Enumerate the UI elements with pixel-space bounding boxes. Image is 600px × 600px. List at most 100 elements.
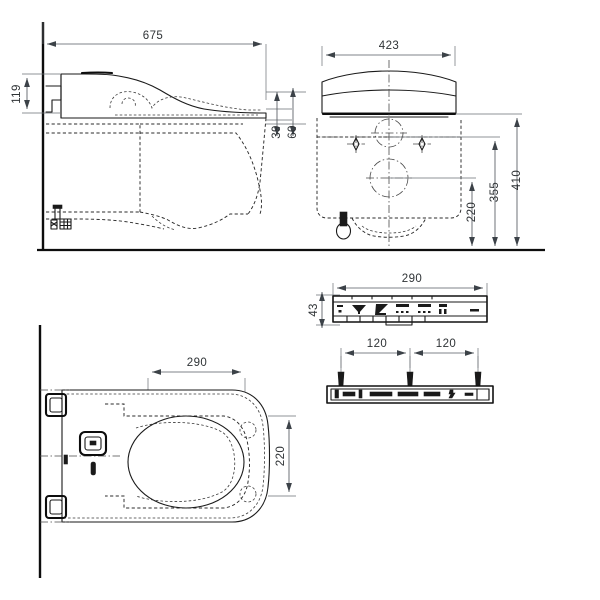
mount-slot-7 — [464, 392, 474, 396]
glyph-spray-icon — [352, 305, 366, 313]
dimension-60: 60 — [266, 88, 306, 139]
hose-ring — [335, 222, 352, 240]
bowl-inner-ellipse — [135, 422, 236, 502]
mount-slot-6 — [423, 391, 441, 397]
view-front-elevation: 423 — [316, 40, 523, 248]
post-mid — [406, 371, 414, 387]
inlet-cap — [52, 204, 63, 209]
mount-terminal-box — [476, 388, 490, 401]
dimension-39: 39 — [266, 92, 292, 139]
bowl-outer-ellipse — [127, 415, 245, 509]
dim-label-120-left: 120 — [367, 338, 387, 350]
dim-label-675: 675 — [143, 30, 163, 42]
bracket-bottom-outer — [44, 494, 68, 520]
glyph-bar-icon-1 — [396, 304, 409, 307]
dim-label-119: 119 — [11, 84, 23, 104]
mounting-posts — [337, 356, 482, 387]
hinge-boss-bottom — [239, 485, 257, 503]
dim-label-220-front: 220 — [466, 202, 478, 222]
post-left — [337, 371, 345, 387]
glyph-pip-2-icon — [401, 311, 404, 313]
inlet-valve-right — [59, 218, 72, 230]
dim-label-355: 355 — [489, 182, 501, 202]
bracket-mid-tab — [63, 454, 68, 465]
remote-button-glyphs — [337, 304, 479, 315]
key-center-tab — [385, 321, 413, 326]
lid-outline — [60, 73, 267, 119]
inlet-valve-left — [50, 219, 58, 230]
lid-indicator-slot — [90, 461, 96, 476]
remote-edge-ticks — [351, 295, 433, 300]
dim-label-410: 410 — [511, 170, 523, 190]
hidden-pan-outer-front — [247, 117, 267, 215]
mount-slot-3 — [358, 389, 363, 399]
fixing-bolt-right — [413, 135, 431, 153]
lid-control-button — [78, 430, 108, 457]
dim-label-423: 423 — [379, 40, 399, 52]
dim-label-43-remote: 43 — [308, 303, 320, 317]
dimension-119: 119 — [11, 73, 60, 114]
glyph-pip-5-icon — [423, 311, 426, 313]
hidden-trap-curve — [151, 215, 177, 231]
view-side-elevation: 675 119 39 — [11, 22, 545, 252]
dim-label-120-right: 120 — [436, 338, 456, 350]
view-plan: 290 — [38, 325, 296, 578]
glyph-dot-icon — [338, 310, 342, 313]
remote-key-cells — [346, 315, 426, 326]
hidden-pan-body — [46, 117, 267, 231]
fixing-right-marker — [418, 137, 426, 151]
toilet-lid-profile — [45, 71, 267, 119]
hidden-rim-hook — [121, 97, 136, 108]
dimension-43-remote: 43 — [308, 292, 340, 328]
hidden-pan-bottom-edge — [46, 218, 165, 230]
mount-slot-1 — [334, 389, 339, 399]
dimension-290-remote: 290 — [332, 273, 488, 297]
dim-label-290-remote: 290 — [402, 273, 422, 285]
remote-mount-body — [326, 385, 494, 404]
control-button-inner — [84, 436, 102, 451]
hidden-plan-pan — [105, 403, 250, 509]
view-remote-mount: 120 120 — [326, 338, 494, 404]
wall-bracket-bottom — [44, 494, 68, 520]
control-button-glyph — [89, 440, 97, 446]
dim-label-290-plan: 290 — [187, 357, 207, 369]
glyph-pip-6-icon — [428, 311, 431, 313]
dim-label-60: 60 — [287, 125, 299, 139]
control-button-outer — [78, 430, 108, 457]
inlet-valve-x2 — [50, 221, 58, 227]
dim-label-220-plan: 220 — [275, 446, 287, 466]
dimension-220-plan: 220 — [268, 415, 296, 497]
hidden-front-trap-inner — [361, 225, 417, 234]
glyph-stop-icon — [337, 305, 343, 307]
fixing-bolt-left — [347, 135, 365, 153]
water-inlet-hose — [335, 211, 352, 240]
glyph-pip-3-icon — [406, 311, 409, 313]
lid-wall-bracket — [45, 85, 62, 113]
hidden-pan-rear — [46, 123, 141, 212]
bracket-top-outer — [44, 392, 68, 418]
hidden-front-outline — [316, 118, 462, 219]
glyph-spray-stem-icon — [358, 310, 360, 314]
dim-label-39: 39 — [271, 125, 283, 139]
view-remote-front: 290 43 — [308, 273, 488, 328]
glyph-bar-icon-3 — [439, 304, 447, 307]
bowl-opening-plan — [127, 415, 245, 509]
glyph-pip-1-icon — [396, 311, 399, 313]
dimension-423: 423 — [321, 40, 456, 66]
hidden-rim-curve — [109, 91, 262, 111]
dimension-675: 675 — [42, 22, 267, 100]
dimension-220-front: 220 — [389, 177, 478, 246]
lid-plan-inner-edge — [62, 393, 265, 519]
dimension-355: 355 — [389, 136, 501, 246]
post-right — [474, 371, 482, 387]
inlet-fitting-detail — [50, 204, 72, 230]
glyph-tall-1-icon — [439, 309, 442, 314]
glyph-dry-icon — [375, 304, 388, 315]
bracket-top-inner — [49, 397, 63, 413]
hidden-pan-underside — [139, 211, 248, 229]
glyph-bar-icon-2 — [418, 304, 431, 307]
bracket-bottom-inner — [49, 499, 63, 515]
outlet-upper — [371, 118, 407, 148]
